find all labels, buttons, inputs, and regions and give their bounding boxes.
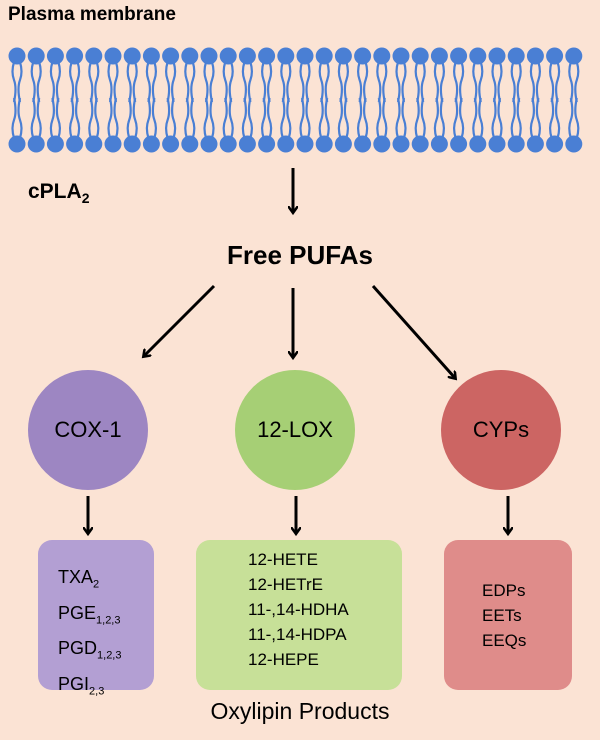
12lox-product: 12-HEPE [248, 650, 319, 669]
cyps-products-box: EDPs EETs EEQs [444, 540, 572, 690]
phospholipid [27, 47, 45, 153]
phospholipid [354, 47, 372, 153]
membrane-title: Plasma membrane [8, 4, 176, 25]
12lox-enzyme: 12-LOX [235, 370, 355, 490]
phospholipid [373, 47, 391, 153]
phospholipid [85, 47, 103, 153]
arrow-pufas-to-cyps [371, 285, 455, 378]
cox1-product: PGE1,2,3 [58, 602, 121, 627]
cyps-product: EDPs [482, 581, 526, 600]
phospholipid [507, 47, 525, 153]
cyps-product: EETs [482, 606, 522, 625]
phospholipid [469, 47, 487, 153]
phospholipid [430, 47, 448, 153]
cox1-product: PGD1,2,3 [58, 638, 122, 662]
cox1-enzyme: COX-1 [28, 370, 148, 490]
phospholipid [8, 47, 26, 153]
12lox-products-box: 12-HETE 12-HETrE 11-,14-HDHA 11-,14-HDPA… [196, 540, 402, 690]
arrow-pufas-to-cox1 [144, 284, 216, 356]
cyps-enzyme: CYPs [441, 370, 561, 490]
12lox-product: 11-,14-HDPA [248, 625, 347, 644]
cyps-products-list: EDPs EETs EEQs [482, 578, 526, 653]
12lox-product: 12-HETrE [248, 575, 323, 594]
phospholipid [488, 47, 506, 153]
cox1-product: PGI2,3 [58, 673, 105, 698]
phospholipid [296, 47, 314, 153]
phospholipid [334, 47, 352, 153]
phospholipid [162, 47, 180, 153]
phospholipid [450, 47, 468, 153]
phospholipid [526, 47, 544, 153]
phospholipid [411, 47, 429, 153]
cox1-label: COX-1 [54, 417, 122, 442]
phospholipid [219, 47, 237, 153]
phospholipid [315, 47, 333, 153]
phospholipid [142, 47, 160, 153]
phospholipid [258, 47, 276, 153]
cox1-products-list: TXA2 PGE1,2,3 PGD1,2,3 PGI2,3 [58, 563, 121, 705]
phospholipid [277, 47, 295, 153]
phospholipid [546, 47, 564, 153]
phospholipid [181, 47, 199, 153]
12lox-product: 11-,14-HDHA [248, 600, 349, 619]
12lox-products-list: 12-HETE 12-HETrE 11-,14-HDHA 11-,14-HDPA… [248, 547, 349, 672]
free-pufas-label: Free PUFAs [227, 240, 373, 270]
12lox-product: 12-HETE [248, 550, 318, 569]
phospholipid [66, 47, 84, 153]
phospholipid [200, 47, 218, 153]
plasma-membrane-bilayer [8, 47, 583, 153]
12lox-label: 12-LOX [257, 417, 333, 442]
cyps-label: CYPs [472, 417, 530, 442]
cyps-product: EEQs [482, 631, 527, 650]
phospholipid [104, 47, 122, 153]
oxylipin-products-caption: Oxylipin Products [210, 698, 390, 724]
phospholipid [123, 47, 141, 153]
cox1-product: TXA2 [58, 567, 100, 591]
phospholipid [565, 47, 583, 153]
phospholipid [392, 47, 410, 153]
cox1-products-box: TXA2 PGE1,2,3 PGD1,2,3 PGI2,3 [38, 540, 154, 697]
cpla2-label: cPLA2 [28, 180, 90, 207]
phospholipid [238, 47, 256, 153]
phospholipid [46, 47, 64, 153]
